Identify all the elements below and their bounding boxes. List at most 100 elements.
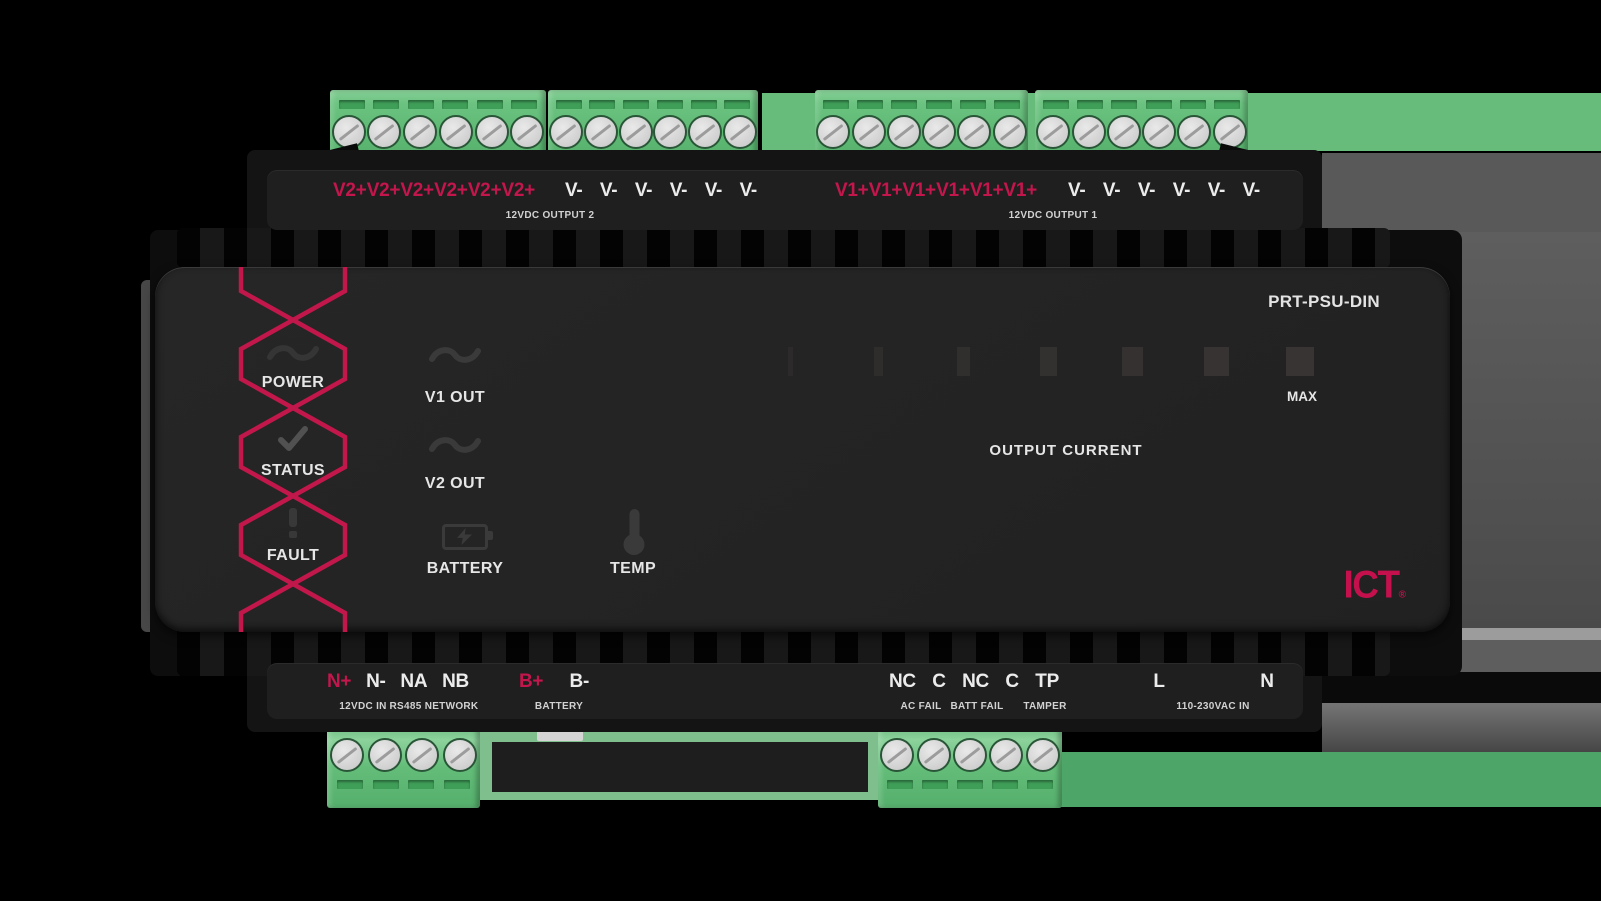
wire-slot [1043, 99, 1070, 109]
batt-fail-caption: BATT FAIL [950, 701, 1004, 712]
wire-slot [823, 99, 850, 109]
wire-slot [959, 99, 986, 109]
wire-slot [690, 99, 717, 109]
screw-terminal [367, 738, 402, 772]
output-current-segment-6 [1204, 347, 1229, 376]
terminal-label: V- [739, 180, 758, 201]
wire-slot [511, 99, 538, 109]
wire-slot [724, 99, 751, 109]
terminal-label: V- [565, 180, 583, 201]
terminal-label: TP [1035, 671, 1059, 692]
screw-terminal [886, 115, 921, 149]
screw-terminal [653, 115, 688, 149]
output-current-segment-4 [1040, 347, 1057, 376]
screw-terminal [403, 115, 438, 149]
screw-terminal [367, 115, 402, 149]
wire-slot-row [330, 99, 546, 109]
terminal-label: V2+ [467, 180, 502, 201]
terminal-label: V- [1172, 180, 1191, 201]
screw-terminal [880, 738, 915, 772]
wire-slot [857, 99, 884, 109]
wire-slot [476, 99, 503, 109]
exclamation-icon [289, 508, 297, 538]
terminal-label: V- [1242, 180, 1261, 201]
hexagon-led-chain [238, 267, 348, 632]
v1-plus-labels: V1+ V1+ V1+ V1+ V1+ V1+ [835, 180, 1037, 202]
terminal-label: V- [599, 180, 618, 201]
screw-terminal [1071, 115, 1106, 149]
battery-icon [442, 524, 493, 550]
wire-slot [372, 780, 399, 789]
screw-terminal [916, 738, 951, 772]
v2-out-label: V2 OUT [424, 475, 486, 492]
screw-row [330, 115, 546, 149]
terminal-label: C [932, 671, 946, 692]
wire-slot [925, 99, 952, 109]
terminal-label: V2+ [366, 180, 401, 201]
din-rail-bottom-right [1322, 703, 1601, 752]
output-current-segment-3 [957, 347, 970, 376]
din-rail-gray-right [1452, 232, 1601, 632]
front-panel: POWER STATUS FAULT V1 OUT V2 OUT BATTERY… [155, 267, 1450, 632]
wire-slot [992, 780, 1018, 789]
check-icon [278, 426, 308, 451]
heatsink-fins-top [177, 228, 1390, 268]
wire-slot [993, 99, 1020, 109]
terminal-label: V- [634, 180, 653, 201]
terminal-label: V2+ [333, 180, 367, 201]
wire-slot [656, 99, 683, 109]
wire-slot [1179, 99, 1206, 109]
din-rail-groove-right [1322, 672, 1601, 703]
terminal-label: V1+ [969, 180, 1004, 201]
bottom-label-strip: N+ N- NA NB 12VDC IN RS485 NETWORK B+ B-… [267, 663, 1303, 719]
thermometer-icon [623, 509, 645, 555]
wire-slot [887, 780, 913, 789]
screw-terminal [331, 115, 366, 149]
terminal-label: NA [400, 671, 428, 692]
terminal-label: V1+ [936, 180, 970, 201]
wire-slot-row [1035, 99, 1248, 109]
wire-slot [623, 99, 650, 109]
din-rail-gray-top-right [1322, 153, 1601, 232]
screw-terminal [510, 115, 545, 149]
screw-row [878, 738, 1062, 772]
ac-wave-icon [429, 347, 481, 363]
screw-row [1035, 115, 1248, 149]
screw-terminal [1142, 115, 1177, 149]
battery-caption: BATTERY [534, 701, 584, 712]
wire-slot [555, 99, 582, 109]
wire-slot [1111, 99, 1138, 109]
terminal-label: V1+ [902, 180, 936, 201]
terminal-label: B- [569, 671, 590, 692]
screw-terminal [330, 738, 365, 772]
screw-terminal [851, 115, 886, 149]
lightning-bolt-icon [457, 528, 472, 545]
screw-row [815, 115, 1028, 149]
screw-terminal [442, 738, 477, 772]
terminal-label: B+ [519, 671, 544, 692]
output-current-segment-1 [788, 347, 793, 376]
bottom-connector-recess [492, 742, 868, 792]
terminal-label: V- [704, 180, 723, 201]
terminal-label: V1+ [868, 180, 903, 201]
power-led-label: POWER [261, 374, 325, 391]
fault-led-label: FAULT [266, 547, 320, 564]
relay-labels: NC C NC C TP [889, 671, 1059, 693]
wire-slot [373, 99, 400, 109]
terminal-label: N- [366, 671, 386, 692]
wire-slot-row [327, 780, 480, 789]
wire-slot [338, 99, 365, 109]
battery-labels: B+ B- [519, 671, 589, 693]
wire-slot [922, 780, 948, 789]
screw-terminal [816, 115, 851, 149]
wire-slot [957, 780, 983, 789]
wire-slot [1145, 99, 1172, 109]
terminal-label: NB [442, 671, 469, 692]
terminal-label: NC [889, 671, 916, 692]
terminal-label: V2+ [400, 180, 434, 201]
wire-slot [891, 99, 918, 109]
battery-indicator-label: BATTERY [426, 560, 504, 577]
ict-logo: ICT® [1343, 563, 1406, 606]
v-minus-labels-output2: V- V- V- V- V- V- [565, 180, 757, 202]
